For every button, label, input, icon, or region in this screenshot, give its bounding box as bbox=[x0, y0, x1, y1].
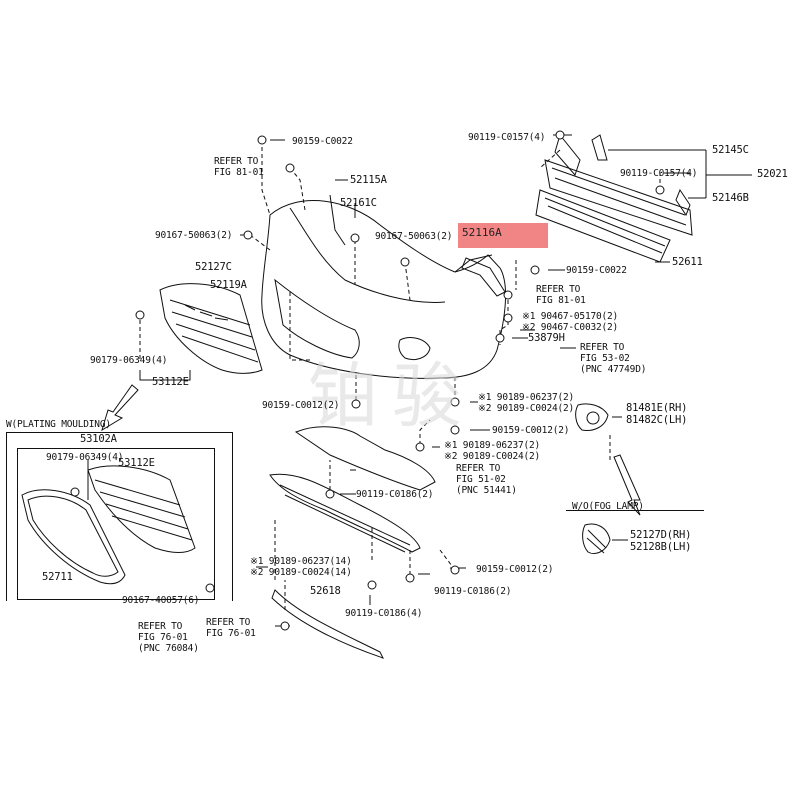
label-90189-06237-lower: ※1 90189-06237(14) bbox=[250, 556, 352, 567]
label-52115a: 52115A bbox=[350, 174, 387, 186]
fog-cover bbox=[575, 403, 609, 431]
highlight-part-label: 52116A bbox=[462, 226, 502, 239]
label-refer-to-2: REFER TO bbox=[536, 284, 581, 295]
label-fig-81-01-1: FIG 81-01 bbox=[214, 167, 264, 178]
label-fig-76-01-a: FIG 76-01 bbox=[206, 628, 256, 639]
label-pnc-47749d: (PNC 47749D) bbox=[580, 364, 647, 375]
label-90119-c0186-lower: 90119-C0186(4) bbox=[345, 608, 423, 619]
side-bracket bbox=[461, 257, 506, 297]
label-81481e: 81481E(RH) bbox=[626, 402, 688, 414]
label-52711: 52711 bbox=[42, 571, 73, 583]
label-53112e-lower: 53112E bbox=[118, 457, 155, 469]
label-90167-50063-center: 90167-50063(2) bbox=[375, 231, 453, 242]
label-52021: 52021 bbox=[757, 168, 788, 180]
label-refer-to-5: REFER TO bbox=[206, 617, 251, 628]
label-52618: 52618 bbox=[310, 585, 341, 597]
label-53102a: 53102A bbox=[80, 433, 117, 445]
label-90167-50063-left: 90167-50063(2) bbox=[155, 230, 233, 241]
label-90189-06237-upper: ※1 90189-06237(2) bbox=[478, 392, 575, 403]
label-90159-c0022-right: 90159-C0022 bbox=[566, 265, 627, 276]
label-90467-c0032: ※2 90467-C0032(2) bbox=[522, 322, 619, 333]
label-90179-06349-lower: 90179-06349(4) bbox=[46, 452, 124, 463]
plating-moulding-box bbox=[6, 432, 233, 601]
label-52127c: 52127C bbox=[195, 261, 232, 273]
fog-lamp-box bbox=[566, 510, 704, 511]
label-90189-c0024-lower: ※2 90189-C0024(14) bbox=[250, 567, 352, 578]
label-refer-to-4: REFER TO bbox=[456, 463, 501, 474]
watermark: 铂骏 bbox=[308, 355, 476, 437]
label-53879h: 53879H bbox=[528, 332, 565, 344]
label-refer-to-6: REFER TO bbox=[138, 621, 183, 632]
plating-moulding-inner-box bbox=[17, 448, 215, 600]
label-52119a: 52119A bbox=[210, 279, 247, 291]
highlight-box bbox=[458, 223, 548, 248]
label-90159-c0012-lower: 90159-C0012(2) bbox=[476, 564, 554, 575]
label-90119-c0186-upper: 90119-C0186(2) bbox=[356, 489, 434, 500]
plating-moulding bbox=[21, 489, 126, 585]
label-fig-53-02: FIG 53-02 bbox=[580, 353, 630, 364]
left-grille bbox=[159, 283, 263, 374]
label-52145c: 52145C bbox=[712, 144, 749, 156]
label-refer-to-3: REFER TO bbox=[580, 342, 625, 353]
label-90119-c0186-mid: 90119-C0186(2) bbox=[434, 586, 512, 597]
label-90189-c0024-upper: ※2 90189-C0024(2) bbox=[478, 403, 575, 414]
label-90159-c0012-mid: 90159-C0012(2) bbox=[492, 425, 570, 436]
label-90119-c0157-mid: 90119-C0157(4) bbox=[620, 168, 698, 179]
grille-inset bbox=[87, 465, 196, 553]
label-pnc-51441: (PNC 51441) bbox=[456, 485, 517, 496]
label-52128b: 52128B(LH) bbox=[630, 541, 692, 553]
lower-absorber bbox=[269, 473, 421, 553]
label-wo-fog-lamp: W/O(FOG LAMP) bbox=[572, 501, 644, 512]
label-52127d: 52127D(RH) bbox=[630, 529, 692, 541]
label-w-plating-moulding: W(PLATING MOULDING) bbox=[6, 419, 111, 430]
bumper-cover bbox=[261, 200, 507, 379]
label-90159-c0022-top: 90159-C0022 bbox=[292, 136, 353, 147]
reinforcement bbox=[544, 159, 693, 236]
label-90467-05170: ※1 90467-05170(2) bbox=[522, 311, 619, 322]
lower-moulding bbox=[271, 589, 384, 659]
label-90189-c0024-mid: ※2 90189-C0024(2) bbox=[444, 451, 541, 462]
label-52611: 52611 bbox=[672, 256, 703, 268]
label-refer-to-1: REFER TO bbox=[214, 156, 259, 167]
label-pnc-76084: (PNC 76084) bbox=[138, 643, 199, 654]
label-52146b: 52146B bbox=[712, 192, 749, 204]
label-90179-06349-upper: 90179-06349(4) bbox=[90, 355, 168, 366]
label-fig-76-01-b: FIG 76-01 bbox=[138, 632, 188, 643]
label-81482c: 81482C(LH) bbox=[626, 414, 688, 426]
label-fig-81-01-2: FIG 81-01 bbox=[536, 295, 586, 306]
label-90159-c0012-left: 90159-C0012(2) bbox=[262, 400, 340, 411]
label-90189-06237-mid: ※1 90189-06237(2) bbox=[444, 440, 541, 451]
label-90119-c0157-top: 90119-C0157(4) bbox=[468, 132, 546, 143]
label-53112e-upper: 53112E bbox=[152, 376, 189, 388]
label-fig-51-02: FIG 51-02 bbox=[456, 474, 506, 485]
under-cover bbox=[294, 426, 436, 491]
label-52161c: 52161C bbox=[340, 197, 377, 209]
label-90167-40057: 90167-40057(6) bbox=[122, 595, 200, 606]
